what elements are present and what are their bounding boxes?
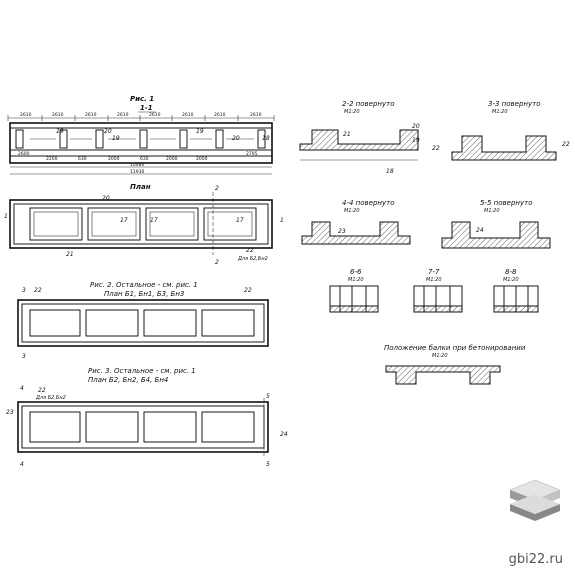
- section-7-7-title: 7-7: [428, 268, 440, 276]
- section-2-2-callout-3: 18: [386, 168, 394, 175]
- fig1-dim-mid-6: 2000: [196, 156, 208, 162]
- fig1-dim-mid-0: 2600: [18, 151, 30, 157]
- section-6-6-scale: М1:20: [348, 277, 364, 283]
- plan-section-mark-1: 2: [215, 259, 219, 266]
- fig1-dim-total-1: 11930: [130, 169, 144, 175]
- fig1-dim-top-5: 2610: [182, 112, 194, 118]
- section-5-5-scale: М1:20: [484, 208, 500, 214]
- section-3-3-scale: М1:20: [492, 109, 508, 115]
- figure1-elevation: Рис. 1 1-1 2610 2610 2610 2610 2610 2610…: [7, 95, 275, 175]
- section-6-6-title: 6-6: [350, 268, 362, 276]
- section-8-8-scale: М1:20: [503, 277, 519, 283]
- plan-section-mark-3: 1: [280, 217, 284, 224]
- fig1-callout-3: 19: [112, 135, 120, 142]
- logo-icon: [509, 479, 561, 521]
- section-4-4-scale: М1:20: [344, 208, 360, 214]
- concreting-scale: М1:20: [432, 353, 448, 359]
- fig1-dim-mid-1: 2200: [46, 156, 58, 162]
- fig1-dim-mid-3: 2000: [108, 156, 120, 162]
- fig3-section-mark-1: 4: [20, 461, 24, 468]
- plan-callout-5: 22: [246, 247, 254, 254]
- fig3-section-mark-0: 4: [20, 385, 24, 392]
- section-5-5-callout-0: 24: [476, 227, 484, 234]
- fig1-dim-mid-5: 2000: [166, 156, 178, 162]
- fig1-dim-top-0: 2610: [20, 112, 32, 118]
- section-4-4-title: 4-4 повернуто: [342, 199, 394, 207]
- fig1-dim-top-6: 2610: [214, 112, 226, 118]
- section-5-5-title: 5-5 повернуто: [480, 199, 532, 207]
- section-2-2-title: 2-2 повернуто: [342, 100, 394, 108]
- section-3-3-callout-0: 22: [432, 145, 440, 152]
- fig3-callout-1: 23: [6, 409, 14, 416]
- fig2-section-mark-1: 3: [22, 353, 26, 360]
- section-4-4: 4-4 повернуто М1:20 23: [301, 199, 411, 245]
- section-3-3: 3-3 повернуто М1:20 22 22: [432, 100, 570, 161]
- fig1-dim-top-3: 2610: [117, 112, 129, 118]
- fig1-callout-2: 19: [196, 128, 204, 135]
- section-2-2-callout-1: 20: [412, 123, 420, 130]
- figure2-plan: Рис. 2. Остальное - см. рис. 1 План Б1, …: [17, 281, 269, 360]
- fig1-callout-0: 19: [56, 128, 64, 135]
- fig1-callout-5: 18: [262, 135, 270, 142]
- plan-title: План: [130, 183, 151, 191]
- fig3-section-mark-2: 5: [266, 393, 270, 400]
- fig1-dim-top-4: 2610: [149, 112, 161, 118]
- section-3-3-title: 3-3 повернуто: [488, 100, 540, 108]
- section-8-8: 8-8 М1:20: [493, 268, 539, 313]
- plan-section-mark-0: 2: [215, 185, 219, 192]
- plan-callout-2: 17: [150, 217, 158, 224]
- concreting-title: Положение балки при бетонировании: [384, 344, 526, 352]
- fig3-note: Для Б2,Бн2: [35, 395, 66, 401]
- figure1-section-label: 1-1: [140, 104, 153, 112]
- section-8-8-title: 8-8: [505, 268, 517, 276]
- fig1-dim-mid-2: 630: [78, 156, 87, 162]
- figure3-title: Рис. 3. Остальное - см. рис. 1: [88, 367, 196, 375]
- figure2-subtitle: План Б1, Бн1, Б3, Бн3: [104, 290, 184, 298]
- section-2-2-callout-2: 19: [412, 137, 420, 144]
- fig2-section-mark-0: 3: [22, 287, 26, 294]
- plan-callout-0: 20: [102, 195, 110, 202]
- fig1-dim-top-1: 2610: [52, 112, 64, 118]
- fig3-callout-0: 22: [38, 387, 46, 394]
- plan-note: Для Б2,Бн2: [237, 256, 268, 262]
- fig2-callout-1: 22: [244, 287, 252, 294]
- section-7-7-scale: М1:20: [426, 277, 442, 283]
- section-2-2-callout-0: 21: [343, 131, 351, 138]
- fig1-dim-mid-4: 630: [140, 156, 149, 162]
- fig3-callout-2: 24: [280, 431, 288, 438]
- site-watermark: gbi22.ru: [508, 552, 563, 567]
- section-2-2-scale: М1:20: [344, 109, 360, 115]
- figure3-plan: Рис. 3. Остальное - см. рис. 1 План Б2, …: [6, 367, 288, 468]
- fig1-dim-top-2: 2610: [85, 112, 97, 118]
- plan-callout-1: 17: [120, 217, 128, 224]
- figure1-title: Рис. 1: [130, 95, 154, 103]
- section-6-6: 6-6 М1:20: [329, 268, 379, 313]
- plan-callout-4: 21: [66, 251, 74, 258]
- section-5-5: 5-5 повернуто М1:20 24: [441, 199, 551, 249]
- fig1-dim-mid-7: 2795: [246, 151, 258, 157]
- section-3-3-callout-1: 22: [562, 141, 570, 148]
- section-2-2: 2-2 повернуто М1:20 21 20 19 18: [299, 100, 420, 175]
- fig2-callout-0: 22: [34, 287, 42, 294]
- fig1-callout-4: 20: [232, 135, 240, 142]
- fig1-dim-total-0: 10480: [130, 162, 144, 168]
- plan-section-mark-2: 1: [4, 213, 8, 220]
- figure3-subtitle: План Б2, Бн2, Б4, Бн4: [88, 376, 168, 384]
- fig3-section-mark-3: 5: [266, 461, 270, 468]
- fig1-callout-1: 20: [104, 128, 112, 135]
- concreting-position: Положение балки при бетонировании М1:20: [384, 344, 526, 385]
- plan-view: План 2 2 1 1 20 17 17 17 21 22 Для Б2,Бн…: [4, 183, 284, 266]
- section-4-4-callout-0: 23: [338, 228, 346, 235]
- section-7-7: 7-7 М1:20: [413, 268, 463, 313]
- fig1-dim-top-7: 2610: [250, 112, 262, 118]
- figure2-title: Рис. 2. Остальное - см. рис. 1: [90, 281, 198, 289]
- plan-callout-3: 17: [236, 217, 244, 224]
